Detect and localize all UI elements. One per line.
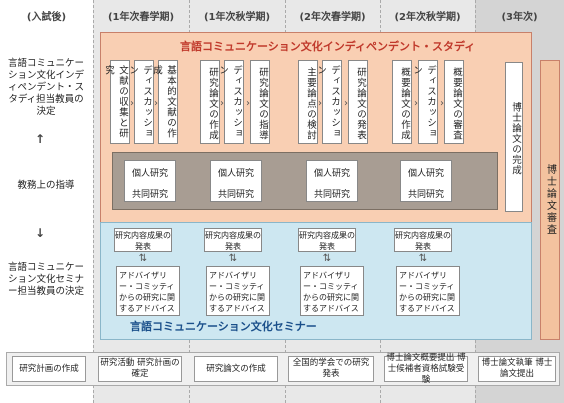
flow-arrow-icon: › [246,98,250,109]
flow-arrow-icon: › [440,98,444,109]
bottom-step-4: 博士論文概要提出 博士候補者資格試験受験 [384,353,468,385]
flow-arrow-icon: › [414,98,418,109]
independent-study-title: 言語コミュニケーション文化インディペンデント・スタディ [180,40,476,53]
bottom-row [6,352,560,386]
research-presentation-box-1: 研究内容成果の発表 [114,228,172,252]
phase-header-5: (3年次) [501,11,538,23]
flow-arrow-icon: › [130,98,134,109]
bottom-step-3: 全国的学会での研究発表 [288,356,374,382]
up-down-arrow-icon: ⇅ [322,253,332,264]
individual-joint-box-2: 個人研究 共同研究 [210,160,262,202]
individual-research-label: 個人研究 [217,169,254,179]
study-box-3-2: ディスカッション [315,60,342,144]
study-box-4-1: 概要論文の作成 [392,60,412,144]
joint-research-label: 共同研究 [407,190,444,200]
flow-arrow-icon: › [154,98,158,109]
joint-research-label: 共同研究 [131,190,168,200]
flow-arrow-icon: › [344,98,348,109]
up-down-arrow-icon: ⇅ [418,253,428,264]
advisory-box-1: アドバイザリー・コミッティからの研究に関するアドバイス [116,266,180,316]
advisory-box-3: アドバイザリー・コミッティからの研究に関するアドバイス [300,266,364,316]
research-presentation-box-4: 研究内容成果の発表 [394,228,452,252]
study-box-1-3: 基本的文献の作成 [151,60,178,144]
bottom-step-0: 研究計画の作成 [12,356,86,382]
phase-header-4: (2年次秋学期) [394,11,461,23]
down-arrow-icon: ↓ [34,226,46,240]
individual-joint-box-3: 個人研究 共同研究 [306,160,358,202]
phase-column-1 [0,0,93,403]
study-box-1-1: 文献の収集と研究 [103,60,130,144]
doctoral-review-box: 博士論文審査 [540,60,560,340]
bottom-step-2: 研究論文の作成 [194,356,278,382]
advisory-box-4: アドバイザリー・コミッティからの研究に関するアドバイス [396,266,460,316]
research-presentation-box-2: 研究内容成果の発表 [204,228,262,252]
research-presentation-box-3: 研究内容成果の発表 [298,228,356,252]
flow-arrow-icon: › [220,98,224,109]
phase-header-1: (1年次春学期) [107,11,175,23]
bottom-step-5: 博士論文執筆 博士論文提出 [478,356,556,382]
left-label-middle: 教務上の指導 [17,180,75,191]
study-box-2-3: 研究論文の指導 [250,60,270,144]
study-box-4-2: ディスカッション [411,60,438,144]
thesis-completion-box: 博士論文の完成 [505,62,523,212]
advisory-box-2: アドバイザリー・コミッティからの研究に関するアドバイス [206,266,270,316]
individual-joint-box-1: 個人研究 共同研究 [124,160,176,202]
study-box-2-2: ディスカッション [217,60,244,144]
individual-joint-box-4: 個人研究 共同研究 [400,160,452,202]
study-box-3-1: 主要論点の検討 [298,60,318,144]
up-down-arrow-icon: ⇅ [228,253,238,264]
up-arrow-icon: ↑ [34,132,46,146]
individual-research-label: 個人研究 [313,169,350,179]
individual-research-label: 個人研究 [407,169,444,179]
phase-header-2: (1年次秋学期) [203,11,271,23]
left-label-bottom: 言語コミュニケーション文化セミナー担当教員の決定 [7,262,84,297]
joint-research-label: 共同研究 [313,190,350,200]
phase-header-0: (入試後) [26,11,67,23]
study-box-2-1: 研究論文の作成 [200,60,220,144]
bottom-step-1: 研究活動 研究計画の確定 [98,356,182,382]
flow-arrow-icon: › [318,98,322,109]
individual-research-label: 個人研究 [131,169,168,179]
study-box-3-3: 研究論文の発表 [348,60,368,144]
up-down-arrow-icon: ⇅ [138,253,148,264]
joint-research-label: 共同研究 [217,190,254,200]
phase-header-3: (2年次春学期) [299,11,366,23]
study-box-1-2: ディスカッション [127,60,154,144]
study-box-4-3: 概要論文の審査 [444,60,464,144]
left-label-top: 言語コミュニケーション文化インディペンデント・スタディ担当教員の決定 [7,58,84,117]
seminar-title: 言語コミュニケーション文化セミナー [130,320,317,333]
